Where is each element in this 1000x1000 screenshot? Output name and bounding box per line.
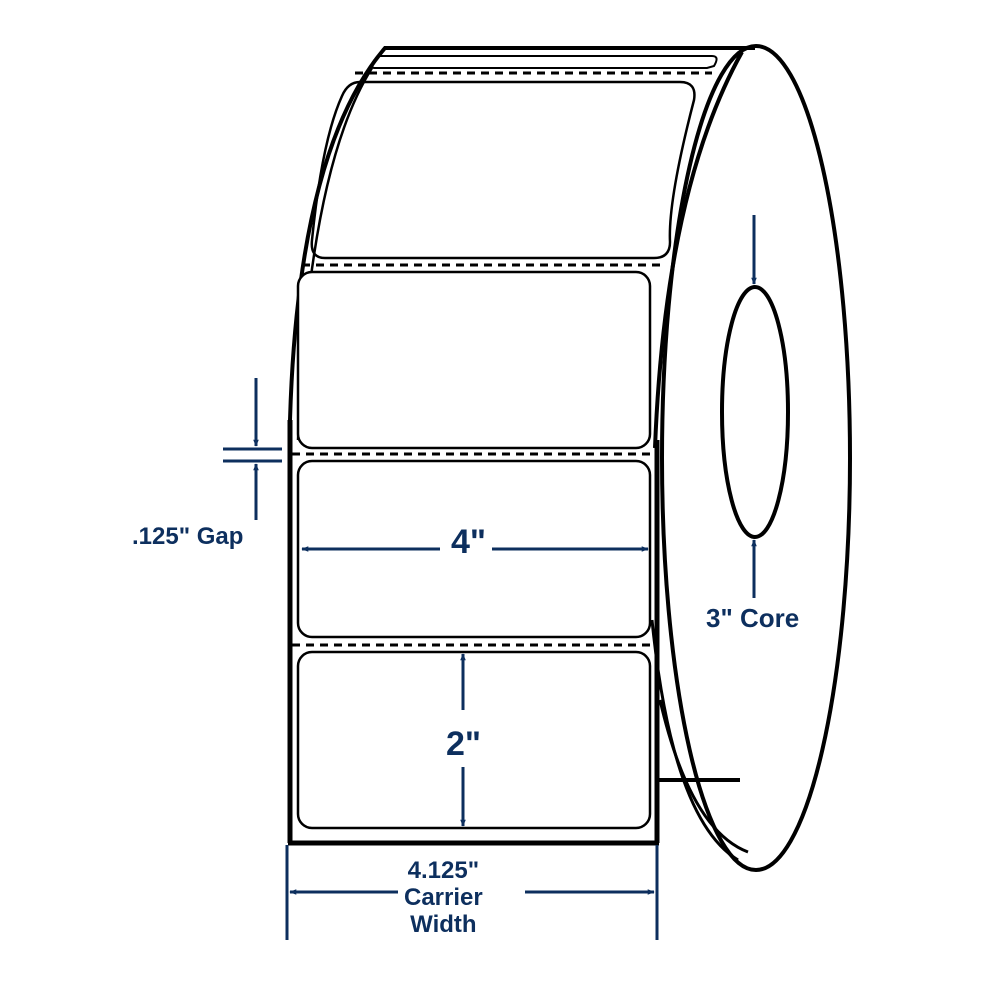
carrier-width-label: 4.125" Carrier Width bbox=[398, 857, 489, 939]
core-label: 3" Core bbox=[702, 604, 804, 633]
label-2 bbox=[296, 270, 652, 450]
label-width-value: 4" bbox=[445, 524, 493, 561]
gap-label: .125" Gap bbox=[132, 523, 244, 550]
label-height-value: 2" bbox=[444, 723, 484, 767]
gap-dimension bbox=[223, 378, 282, 520]
carrier-width-value: 4.125" bbox=[407, 857, 480, 884]
label-strip bbox=[287, 270, 740, 846]
carrier-width-dimension bbox=[285, 845, 659, 940]
roll-side-disc bbox=[650, 44, 852, 872]
core-hole bbox=[720, 285, 790, 539]
carrier-width-line2: Width bbox=[410, 910, 477, 938]
carrier-width-line1: Carrier bbox=[404, 883, 483, 911]
